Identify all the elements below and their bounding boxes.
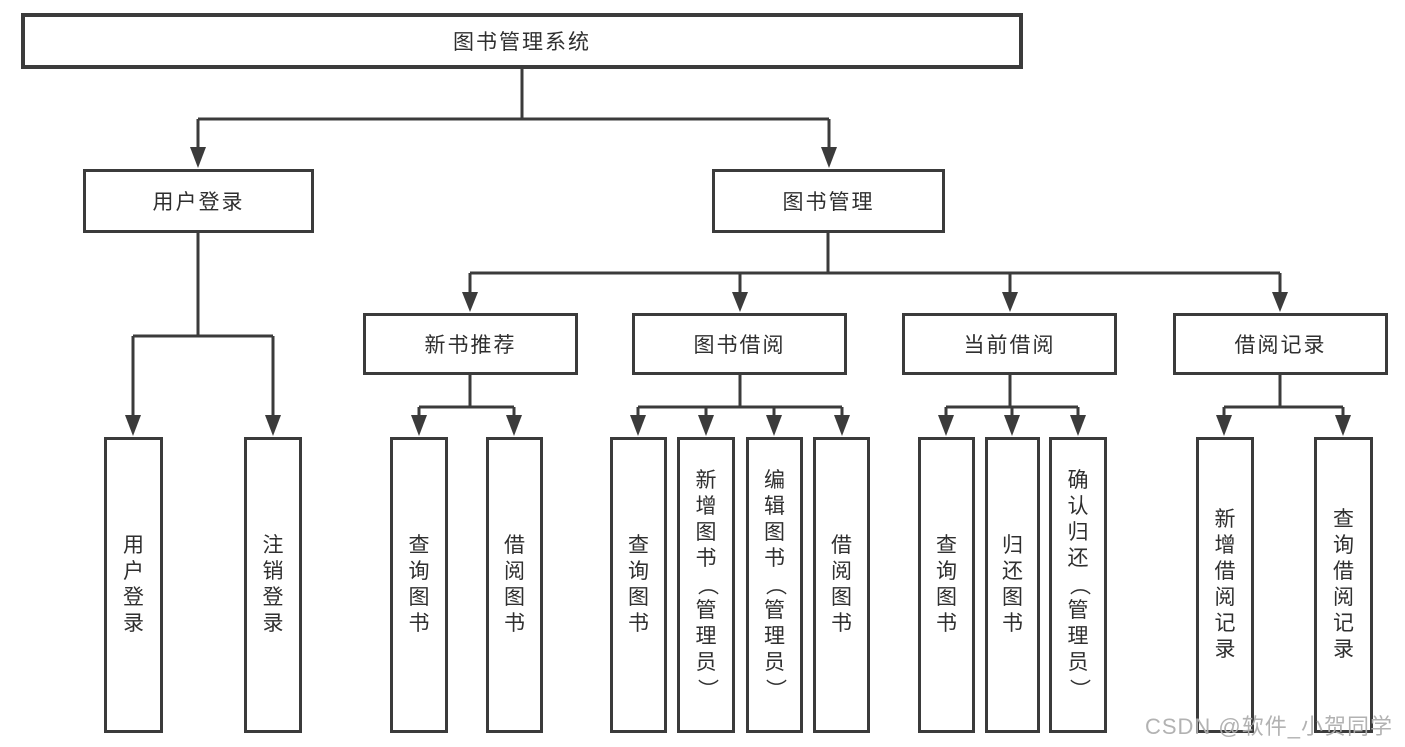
leaf-logout: 注销登录 [244,437,302,733]
connector-borrow-record-children [1222,375,1345,417]
leaf-query-books-borrow: 查询图书 [610,437,667,733]
leaf-label: 注销登录 [262,534,284,635]
node-label: 图书管理 [782,191,875,214]
leaf-borrow-books-recommend: 借阅图书 [486,437,543,733]
node-label: 图书管理系统 [453,31,591,54]
leaf-label: 编辑图书（管理员） [763,469,787,700]
leaf-query-borrow-record: 查询借阅记录 [1314,437,1373,733]
connector-user-login-children [131,233,275,417]
node-label: 图书借阅 [693,334,786,357]
node-borrow-records: 借阅记录 [1173,313,1388,375]
node-label: 借阅记录 [1234,334,1327,357]
leaf-label: 查询图书 [936,534,957,635]
node-label: 用户登录 [152,191,245,214]
leaf-label: 查询图书 [408,534,430,635]
leaf-label: 归还图书 [1002,534,1023,635]
leaf-label: 用户登录 [123,534,144,635]
leaf-label: 确认归还（管理员） [1067,469,1090,700]
leaf-label: 查询借阅记录 [1333,508,1354,661]
leaf-query-books-recommend: 查询图书 [390,437,448,733]
connector-new-book-children [417,375,516,417]
leaf-borrow-books: 借阅图书 [813,437,870,733]
leaf-edit-books-admin: 编辑图书（管理员） [746,437,803,733]
node-label: 当前借阅 [963,334,1056,357]
node-library-management-system: 图书管理系统 [21,13,1023,69]
connector-root-to-level2 [196,69,831,148]
leaf-label: 查询图书 [628,534,649,635]
connector-book-management-to-level3 [468,233,1282,293]
leaf-add-borrow-record: 新增借阅记录 [1196,437,1254,733]
node-new-book-recommend: 新书推荐 [363,313,578,375]
watermark: CSDN @软件_小贺同学 [1144,714,1393,739]
leaf-return-books: 归还图书 [985,437,1040,733]
node-user-login: 用户登录 [83,169,314,233]
node-label: 新书推荐 [424,334,517,357]
leaf-label: 新增图书（管理员） [695,469,718,700]
leaf-confirm-return-admin: 确认归还（管理员） [1049,437,1107,733]
connector-book-borrow-children [636,375,844,417]
leaf-label: 借阅图书 [504,534,525,635]
node-current-borrow: 当前借阅 [902,313,1117,375]
leaf-query-books-current: 查询图书 [918,437,975,733]
leaf-label: 借阅图书 [831,534,852,635]
leaf-user-login: 用户登录 [104,437,163,733]
node-book-borrow: 图书借阅 [632,313,847,375]
leaf-label: 新增借阅记录 [1214,508,1236,661]
connector-current-borrow-children [944,375,1080,417]
leaf-add-books-admin: 新增图书（管理员） [677,437,735,733]
node-book-management: 图书管理 [712,169,945,233]
